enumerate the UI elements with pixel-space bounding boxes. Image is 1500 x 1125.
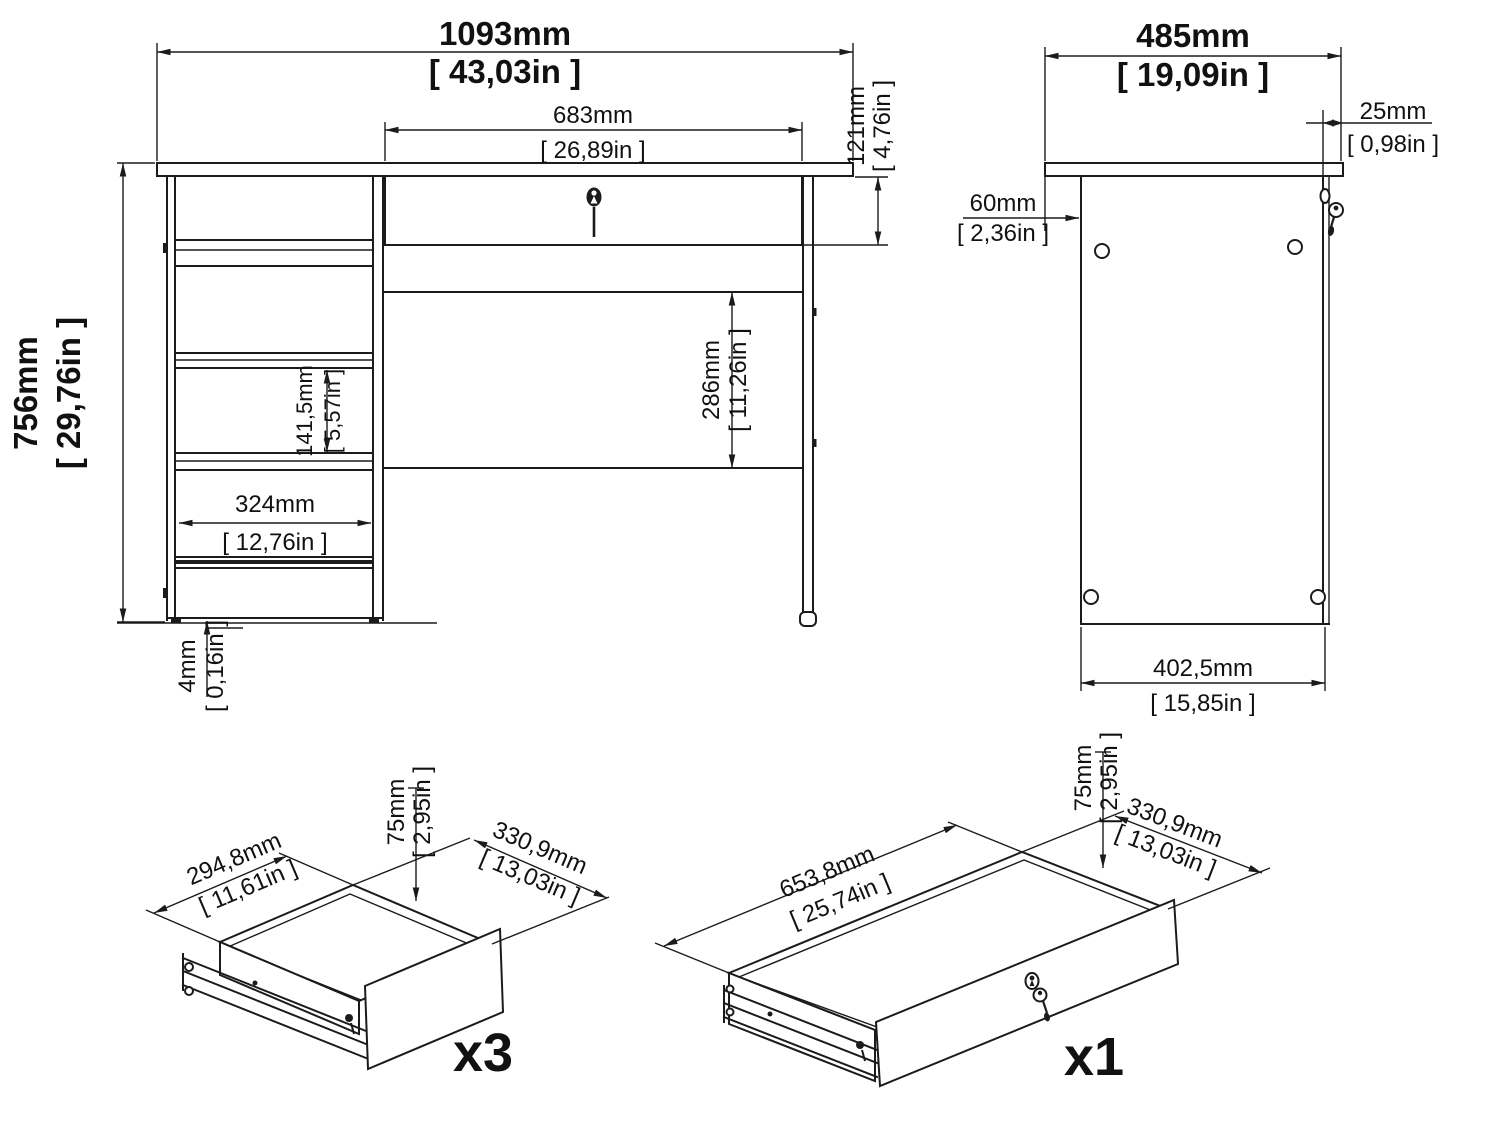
dim-drawer-opening-height: 141,5mm [ 5,57in ] [292,365,345,457]
dim-top-front-offset: 60mm [ 2,36in ] [957,176,1079,247]
front-drawer-opening-width-in: [ 12,76in ] [222,529,327,556]
front-view: 1093mm [ 43,03in ] 683mm [ 26,89in ] 756… [7,15,896,712]
dim-drawer-opening-width: 324mm [ 12,76in ] [179,491,371,556]
pedestal-foot-right [369,618,379,623]
front-foot-gap-in: [ 0,16in ] [202,620,229,712]
cam-hole [1094,243,1110,259]
cam-hole [1083,589,1099,605]
side-overall-depth-in: [ 19,09in ] [1117,56,1269,93]
side-overall-depth-mm: 485mm [1136,17,1250,54]
side-panel-depth-mm: 402,5mm [1153,655,1253,682]
top-drawer-front [384,175,803,246]
large-drawer-height-in: [ 2,95in ] [1096,732,1123,824]
side-view: 485mm [ 19,09in ] 25mm [ 0,98in ] 60mm [… [957,17,1439,717]
pedestal-front [163,175,384,623]
side-overhang-in: [ 0,98in ] [1347,131,1439,158]
keyhole-icon [1024,972,1040,990]
dim-small-drawer-height: 75mm [ 2,95in ] [383,766,436,901]
key-icon [1032,987,1050,1022]
front-knee-space-in: [ 11,26in ] [725,328,752,432]
front-drawer-opening-height-in: [ 5,57in ] [320,369,345,453]
dim-top-opening: 683mm [ 26,89in ] [384,102,803,164]
dim-large-drawer-height: 75mm [ 2,95in ] [1070,732,1123,868]
hinge-mark-top [163,243,168,253]
front-overall-height-in: [ 29,76in ] [50,317,87,469]
large-drawer-view: 653,8mm [ 25,74in ] 75mm [ 2,95in ] 330,… [654,732,1271,1088]
front-drawer-opening-width-mm: 324mm [235,491,315,518]
cam-hole [1310,589,1326,605]
small-drawer-height-in: [ 2,95in ] [409,766,436,858]
key-icon [1319,188,1344,236]
front-overall-width-in: [ 43,03in ] [429,53,581,90]
drawer-front-panel [874,898,1180,1088]
side-panel-depth-in: [ 15,85in ] [1150,690,1255,717]
large-drawer-quantity: x1 [1064,1027,1124,1087]
front-overall-width-mm: 1093mm [439,15,571,52]
front-overall-height-mm: 756mm [7,336,44,450]
large-drawer-height-mm: 75mm [1070,745,1097,812]
drawer-slide-rail [722,984,879,1079]
side-front-offset-in: [ 2,36in ] [957,220,1049,247]
small-drawer-quantity: x3 [453,1023,513,1083]
cam-hole [1287,239,1303,255]
front-top-drawer-height-in: [ 4,76in ] [869,80,896,172]
pedestal-foot-left [171,618,181,623]
front-top-opening-in: [ 26,89in ] [540,137,645,164]
small-drawer-height-mm: 75mm [383,779,410,846]
small-drawer-view: 294,8mm [ 11,61in ] 75mm [ 2,95in ] 330,… [145,766,610,1083]
dim-top-drawer-height: 121mm [ 4,76in ] [804,80,896,246]
front-drawer-opening-height-mm: 141,5mm [292,365,317,457]
front-top-drawer-height-mm: 121mm [843,86,870,166]
drawer-side-wall [219,940,360,1036]
dim-knee-space: 286mm [ 11,26in ] [698,292,752,468]
desk-leg-front [799,175,817,627]
hinge-mark-bottom [163,588,168,598]
dim-overall-depth: 485mm [ 19,09in ] [1044,17,1342,161]
dim-overall-width: 1093mm [ 43,03in ] [156,15,854,161]
dim-panel-depth: 402,5mm [ 15,85in ] [1080,627,1326,717]
side-overhang-mm: 25mm [1360,98,1427,125]
drawer-front-panel [363,927,505,1071]
drawer-side-wall [728,971,876,1083]
desk-top-side [1044,162,1344,177]
dim-overall-height: 756mm [ 29,76in ] [7,162,165,623]
drawer-slide-rail [181,953,368,1060]
dim-foot-gap: 4mm [ 0,16in ] [174,620,243,712]
side-front-offset-mm: 60mm [970,190,1037,217]
front-knee-space-mm: 286mm [698,340,725,420]
desk-top-front [156,162,854,177]
side-panel [1080,175,1330,625]
keyhole-icon [586,187,602,237]
front-foot-gap-mm: 4mm [174,639,201,692]
dim-top-back-overhang: 25mm [ 0,98in ] [1306,98,1439,176]
front-top-opening-mm: 683mm [553,102,633,129]
